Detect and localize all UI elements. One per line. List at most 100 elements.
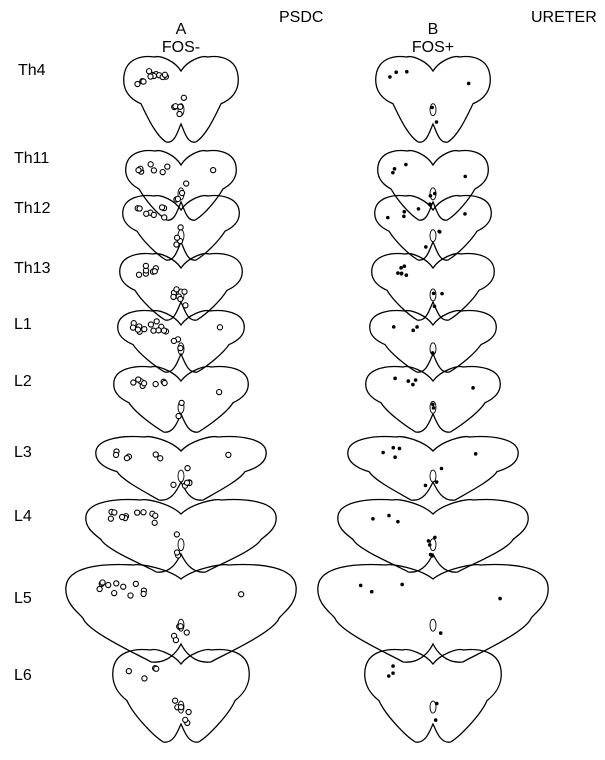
neuron-marker-filled xyxy=(432,304,437,309)
panel-b-label: FOS+ xyxy=(412,39,454,56)
neuron-marker-open xyxy=(177,295,184,303)
pathway-label: PSDC xyxy=(279,9,323,26)
panel-b-section-th12 xyxy=(374,194,492,261)
panel-a-section-l4 xyxy=(85,498,277,573)
neuron-marker-filled xyxy=(381,450,385,455)
segment-label-th12: Th12 xyxy=(14,200,51,217)
panel-a-section-l3 xyxy=(95,435,267,501)
neuron-marker-open xyxy=(161,214,168,221)
neuron-marker-open xyxy=(209,167,217,174)
central-canal xyxy=(429,618,437,632)
central-canal xyxy=(177,538,185,552)
neuron-marker-open xyxy=(107,515,115,522)
neuron-marker-filled xyxy=(404,273,409,278)
segment-label-th4: Th4 xyxy=(18,62,46,79)
neuron-marker-filled xyxy=(433,535,437,540)
neuron-marker-open xyxy=(183,479,191,486)
neuron-marker-open xyxy=(182,302,189,309)
neuron-marker-open xyxy=(125,667,132,675)
neuron-marker-open xyxy=(175,412,182,420)
segment-label-th13: Th13 xyxy=(14,260,51,277)
neuron-marker-open xyxy=(170,481,177,488)
neuron-marker-open xyxy=(152,380,159,388)
neuron-marker-open xyxy=(105,581,112,589)
neuron-marker-open xyxy=(159,168,166,176)
neuron-marker-open xyxy=(183,180,190,187)
neuron-marker-filled xyxy=(396,519,400,524)
neuron-marker-filled xyxy=(392,167,397,171)
segment-label-l6: L6 xyxy=(14,667,32,684)
central-canal xyxy=(429,288,437,302)
neuron-marker-filled xyxy=(466,81,471,86)
neuron-marker-filled xyxy=(498,596,502,601)
central-canal xyxy=(429,229,437,243)
neuron-marker-filled xyxy=(391,664,395,668)
neuron-marker-filled xyxy=(404,69,409,74)
neuron-marker-open xyxy=(140,509,147,516)
neuron-marker-filled xyxy=(400,582,404,587)
panel-b-section-l2 xyxy=(365,365,501,433)
segment-label-l1: L1 xyxy=(14,316,32,333)
cord-outline xyxy=(377,149,489,221)
cord-outline xyxy=(112,648,250,743)
neuron-marker-filled xyxy=(394,70,399,75)
cord-outline xyxy=(113,365,249,433)
neuron-marker-open xyxy=(182,716,189,724)
neuron-marker-open xyxy=(185,708,192,716)
neuron-marker-open xyxy=(135,166,142,174)
neuron-marker-open xyxy=(143,210,150,217)
panel-b-section-l6 xyxy=(364,648,502,743)
neuron-marker-open xyxy=(171,697,179,704)
neuron-marker-open xyxy=(118,513,126,521)
neuron-marker-filled xyxy=(402,264,407,268)
neuron-marker-open xyxy=(123,454,131,462)
panel-b-section-th4 xyxy=(375,55,491,143)
cord-outline xyxy=(317,563,549,663)
neuron-marker-open xyxy=(183,629,190,636)
cord-outline xyxy=(117,309,245,373)
neuron-marker-open xyxy=(160,327,168,334)
neuron-marker-filled xyxy=(371,516,375,521)
neuron-marker-open xyxy=(151,268,158,275)
neuron-marker-open xyxy=(151,519,158,526)
neuron-marker-filled xyxy=(411,382,415,387)
neuron-marker-filled xyxy=(428,193,433,198)
neuron-marker-filled xyxy=(439,466,444,471)
neuron-marker-open xyxy=(145,68,153,75)
neuron-marker-open xyxy=(136,205,143,212)
cord-outline xyxy=(123,55,239,143)
panel-a-section-l5 xyxy=(65,563,297,663)
neuron-marker-open xyxy=(164,163,171,170)
neuron-marker-filled xyxy=(416,207,421,211)
neuron-marker-open xyxy=(177,224,184,231)
neuron-marker-open xyxy=(140,78,147,85)
neuron-marker-open xyxy=(161,379,168,387)
organ-label: URETER xyxy=(531,9,597,26)
neuron-marker-filled xyxy=(440,291,444,296)
neuron-marker-filled xyxy=(434,701,439,706)
cord-outline xyxy=(85,498,277,573)
segment-label-l2: L2 xyxy=(14,373,32,390)
neuron-marker-filled xyxy=(437,230,442,234)
neuron-marker-filled xyxy=(404,162,408,167)
cord-outline xyxy=(371,252,495,321)
neuron-marker-filled xyxy=(385,215,390,220)
neuron-marker-open xyxy=(113,580,120,587)
panel-a-letter: A xyxy=(176,21,187,38)
panel-a-section-l6 xyxy=(112,648,250,743)
neuron-marker-open xyxy=(135,271,143,278)
neuron-marker-filled xyxy=(423,483,428,488)
panel-a-section-l2 xyxy=(113,365,249,433)
neuron-marker-filled xyxy=(402,214,406,219)
neuron-marker-filled xyxy=(358,583,363,588)
neuron-marker-filled xyxy=(391,325,396,329)
neuron-marker-filled xyxy=(397,446,402,451)
neuron-marker-open xyxy=(158,204,166,211)
neuron-marker-open xyxy=(173,286,180,293)
neuron-marker-open xyxy=(127,592,134,599)
cord-outline xyxy=(365,365,501,433)
neuron-marker-open xyxy=(135,376,142,383)
neuron-marker-open xyxy=(99,579,106,586)
panel-b-section-l5 xyxy=(317,563,549,663)
